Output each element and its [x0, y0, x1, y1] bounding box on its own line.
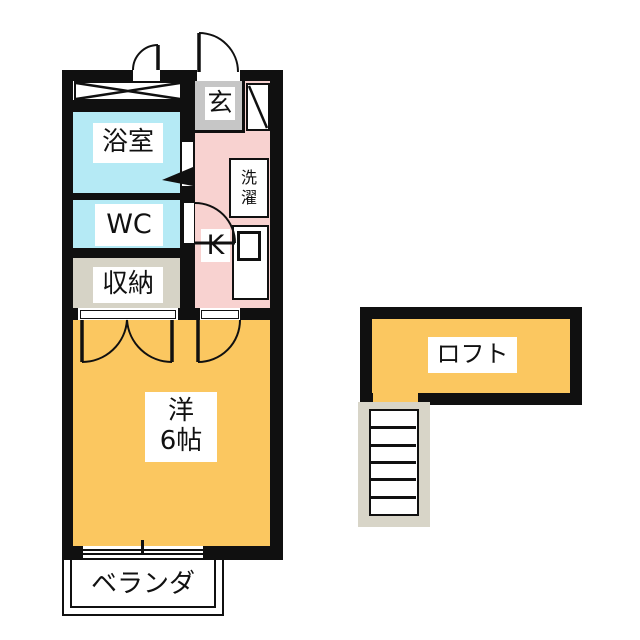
ladder [369, 409, 419, 516]
wall-wc-storage [73, 248, 195, 258]
wall-left [62, 70, 73, 560]
kitchen-label: K [201, 229, 230, 262]
loft-label: ロフト [428, 337, 517, 373]
wc-label: WC [95, 204, 163, 246]
ladder-rung [371, 444, 416, 447]
storage-label: 収納 [93, 267, 163, 303]
ladder-rung [371, 426, 416, 429]
western-room-label-line2: 6帖 [159, 426, 203, 456]
top-door-small-arc [132, 44, 159, 71]
wall-right [270, 70, 283, 560]
wall-top [62, 70, 283, 81]
bathroom-label: 浴室 [93, 123, 163, 163]
veranda-label: ベランダ [90, 568, 195, 599]
ladder-rung [371, 478, 416, 481]
shoe-cabinet [246, 83, 270, 131]
ladder-rung [371, 461, 416, 464]
wall-under-meter-box [73, 100, 195, 112]
window-center-tick [141, 540, 144, 554]
top-door-opening-small [133, 70, 160, 81]
wall-bath-wc [73, 193, 195, 200]
veranda-outer-rail [62, 557, 224, 616]
kitchen-room-door-panel [201, 309, 239, 319]
genkan-label: 玄 [205, 87, 235, 120]
laundry-box: 洗濯 [229, 158, 269, 218]
entry-door-arc [198, 32, 239, 73]
wall-kitchen-divider [180, 81, 195, 320]
sink-basin [237, 231, 261, 261]
western-room-label: 洋 6帖 [145, 392, 217, 462]
window-rail-2 [83, 553, 203, 555]
closet-door-panel [80, 309, 176, 319]
veranda-inner-rail [70, 557, 216, 608]
wc-door-opening [184, 203, 194, 243]
western-room-label-line1: 洋 [167, 396, 194, 427]
bathroom-door-opening [182, 142, 193, 186]
laundry-label: 洗濯 [240, 168, 257, 207]
entry-door-opening [197, 70, 240, 81]
crossed-meter-box [74, 81, 182, 101]
ladder-rung [371, 496, 416, 499]
